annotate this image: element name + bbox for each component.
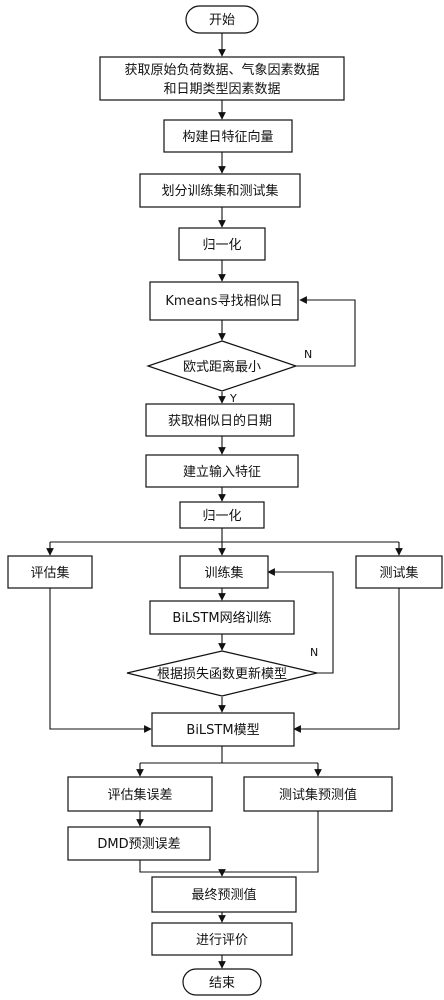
node-normalize-2: 归一化: [179, 501, 265, 529]
node-test-set: 测试集: [355, 555, 443, 589]
node-start-label: 开始: [209, 13, 235, 28]
node-bilstm-model-label: BiLSTM模型: [186, 723, 259, 738]
node-end: 结束: [182, 968, 262, 996]
node-euclid-decision: 欧式距离最小: [146, 340, 298, 392]
arrow-test-set-model: [293, 588, 400, 733]
node-final-predict: 最终预测值: [151, 876, 297, 913]
node-get-data-line1: 获取原始负荷数据、气象因素数据: [124, 62, 319, 78]
node-bilstm-train-label: BiLSTM网络训练: [172, 610, 271, 626]
node-test-predict-label: 测试集预测值: [279, 787, 357, 803]
connectors: [46, 33, 403, 969]
node-eval-set: 评估集: [7, 555, 93, 589]
node-update-label: 根据损失函数更新模型: [157, 666, 287, 682]
loop-label-n-2: N: [310, 646, 318, 659]
arrow-euclid-loop: [296, 296, 356, 367]
node-normalize-1: 归一化: [178, 227, 266, 261]
node-eval-error: 评估集误差: [67, 776, 213, 812]
node-input-features: 建立输入特征: [145, 454, 299, 488]
node-build-features: 构建日特征向量: [163, 119, 293, 153]
node-build-features-label: 构建日特征向量: [182, 129, 273, 145]
node-test-predict: 测试集预测值: [243, 776, 393, 812]
node-start: 开始: [185, 5, 259, 34]
node-normalize-1-label: 归一化: [202, 238, 241, 253]
node-get-dates: 获取相似日的日期: [145, 403, 295, 437]
arrow-dmd-final: [139, 860, 226, 877]
node-get-data-line2: 和日期类型因素数据: [163, 82, 280, 97]
node-input-features-label: 建立输入特征: [183, 464, 261, 480]
node-eval-error-label: 评估集误差: [107, 787, 172, 803]
node-kmeans-label: Kmeans寻找相似日: [165, 294, 282, 309]
loop-label-n-1: N: [304, 348, 312, 361]
node-final-predict-label: 最终预测值: [191, 887, 256, 903]
node-evaluate-label: 进行评价: [196, 933, 248, 948]
branch-label-y: Y: [229, 392, 237, 405]
node-test-set-label: 测试集: [379, 565, 418, 581]
node-kmeans: Kmeans寻找相似日: [149, 281, 299, 321]
node-euclid-label: 欧式距离最小: [183, 359, 261, 375]
node-dmd-error: DMD预测误差: [67, 826, 211, 861]
node-bilstm-train: BiLSTM网络训练: [149, 600, 295, 635]
node-dmd-error-label: DMD预测误差: [97, 837, 180, 852]
node-end-label: 结束: [209, 976, 235, 991]
node-split: 划分训练集和测试集: [139, 173, 301, 208]
arrow-eval-set-model: [49, 588, 152, 733]
node-train-set-label: 训练集: [204, 565, 243, 581]
node-bilstm-model: BiLSTM模型: [151, 712, 295, 747]
node-evaluate: 进行评价: [151, 922, 293, 956]
node-get-data: 获取原始负荷数据、气象因素数据 和日期类型因素数据: [99, 56, 345, 101]
node-get-dates-label: 获取相似日的日期: [168, 413, 272, 429]
node-normalize-2-label: 归一化: [202, 509, 241, 524]
node-eval-set-label: 评估集: [30, 565, 69, 581]
node-train-set: 训练集: [179, 555, 269, 589]
line-test-predict-final: [222, 811, 319, 873]
node-update-decision: 根据损失函数更新模型: [126, 650, 318, 697]
node-split-label: 划分训练集和测试集: [161, 183, 278, 199]
arrow-update-loop: [267, 568, 334, 674]
